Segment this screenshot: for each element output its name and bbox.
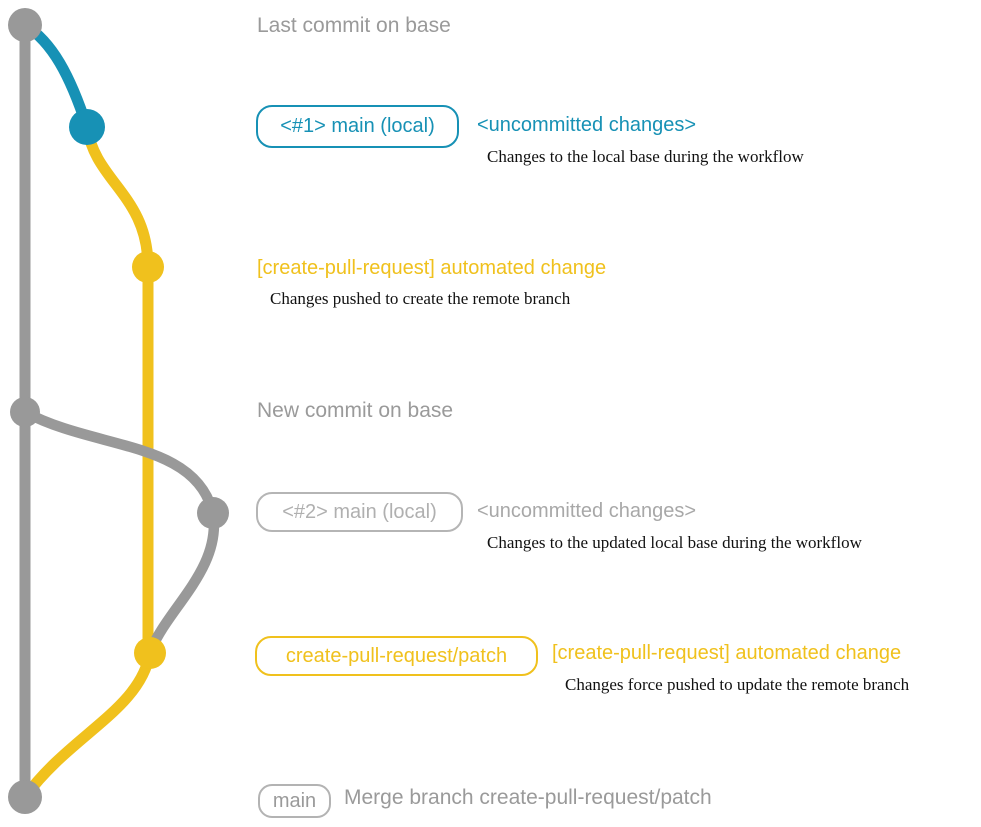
caption-last-commit-on-base: Last commit on base	[257, 14, 451, 37]
branch-badge-main-local-1: <#1> main (local)	[256, 105, 459, 148]
commit-node-automated-1	[132, 251, 164, 283]
branch-badge-patch: create-pull-request/patch	[255, 636, 538, 676]
commit-node-base-new	[10, 397, 40, 427]
merge-edge	[19, 647, 156, 803]
desc-local-changes-1: Changes to the local base during the wor…	[487, 147, 804, 166]
label-automated-change-2: [create-pull-request] automated change	[552, 642, 902, 664]
commit-node-automated-2	[134, 637, 166, 669]
label-uncommitted-changes-1: <uncommitted changes>	[477, 114, 697, 136]
caption-merge-branch: Merge branch create-pull-request/patch	[344, 786, 712, 809]
commit-node-local-1	[69, 109, 105, 145]
commit-node-local-2	[197, 497, 229, 529]
branch-badge-main-local-2: <#2> main (local)	[256, 492, 463, 532]
desc-automated-change-2: Changes force pushed to update the remot…	[565, 675, 910, 694]
commit-graph	[8, 8, 229, 814]
desc-local-changes-2: Changes to the updated local base during…	[487, 533, 862, 552]
local-changes-edge-2	[19, 406, 219, 519]
caption-new-commit-on-base: New commit on base	[257, 399, 454, 422]
commit-node-base-last	[8, 8, 42, 42]
commit-node-merge	[8, 780, 42, 814]
desc-automated-change-1: Changes pushed to create the remote bran…	[270, 289, 571, 308]
remote-branch-line	[81, 121, 154, 659]
label-uncommitted-changes-2: <uncommitted changes>	[477, 500, 697, 522]
rebase-edge	[144, 507, 220, 659]
label-automated-change-1: [create-pull-request] automated change	[257, 257, 607, 279]
branch-badge-main: main	[258, 784, 331, 818]
